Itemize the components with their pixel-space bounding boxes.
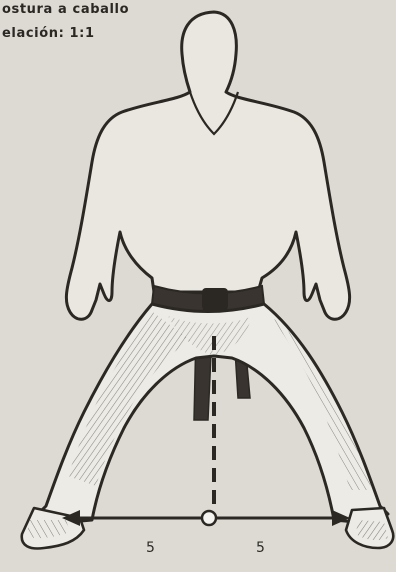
belt-knot (202, 288, 228, 310)
center-point-icon (202, 511, 216, 525)
torso-outline (66, 12, 349, 319)
right-distance-label: 5 (256, 540, 265, 556)
left-distance-label: 5 (146, 540, 155, 556)
